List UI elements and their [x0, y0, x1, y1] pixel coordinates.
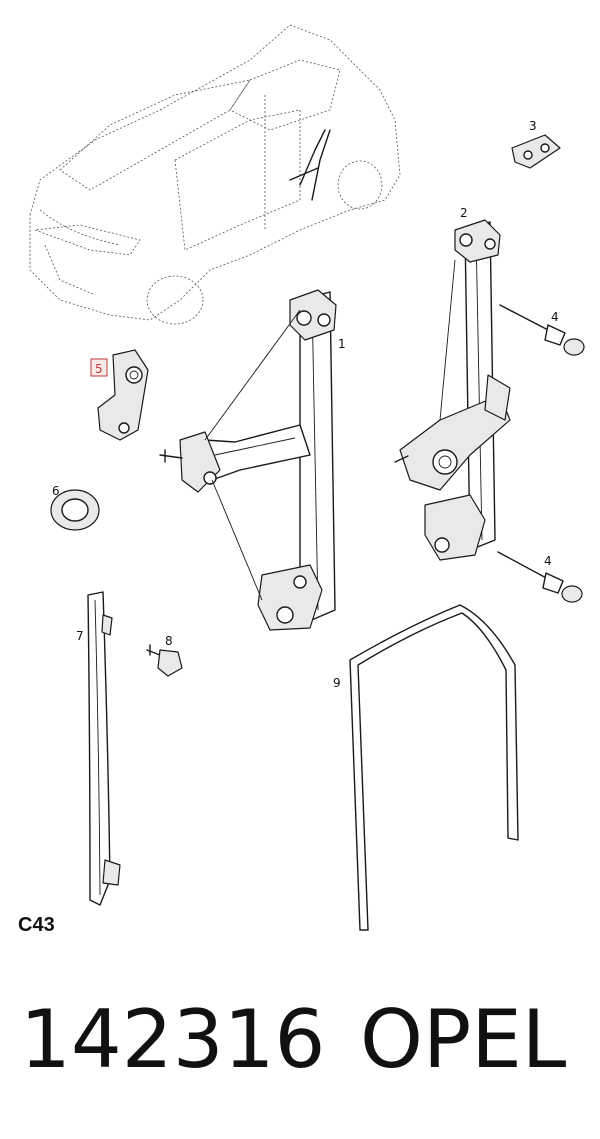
- exploded-parts-diagram: 1 2 3 4 4 5 6 7 8 9: [29, 24, 585, 931]
- callout-8: 8: [165, 634, 173, 648]
- car-overview-illustration: [29, 24, 401, 325]
- part-window-seal: [349, 604, 519, 931]
- window-regulator-electric: [394, 219, 511, 561]
- callout-4-lower: 4: [544, 554, 552, 568]
- part-footer: 142316 OPEL: [20, 995, 590, 1085]
- part-grommet: [50, 489, 100, 531]
- callout-2: 2: [460, 206, 468, 220]
- part-glass-channel: [87, 591, 121, 906]
- part-rivet-lower: [497, 551, 583, 603]
- part-bolt: [146, 644, 183, 677]
- callout-7: 7: [76, 629, 84, 643]
- diagram-code: C43: [18, 914, 55, 936]
- part-number: 142316: [20, 993, 326, 1086]
- callout-5: 5: [95, 362, 103, 376]
- callout-6: 6: [52, 484, 60, 498]
- callout-labels: 1 2 3 4 4 5 6 7 8 9: [52, 119, 559, 690]
- callout-9: 9: [333, 676, 341, 690]
- part-clip: [511, 134, 561, 169]
- callout-5-highlight-box: [90, 358, 108, 377]
- callout-4-upper: 4: [551, 310, 559, 324]
- callout-3: 3: [529, 119, 537, 133]
- part-bracket: [97, 349, 149, 441]
- part-rivet-upper: [499, 304, 585, 356]
- brand-name: OPEL: [360, 993, 567, 1086]
- callout-1: 1: [338, 337, 346, 351]
- window-regulator-manual: [159, 289, 337, 631]
